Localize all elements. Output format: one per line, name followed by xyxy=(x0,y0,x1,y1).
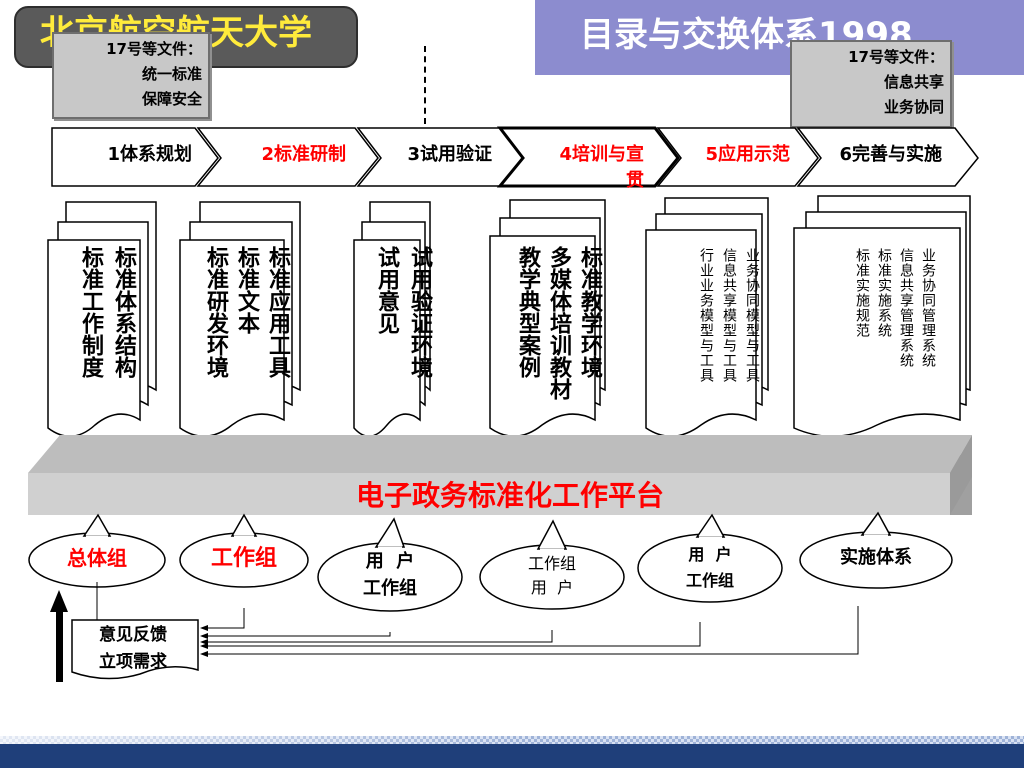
document-text-2: 标准应用工具 标准文本 标准研发环境 xyxy=(196,246,292,416)
group-bubble xyxy=(179,513,309,588)
feedback-line: 意见反馈 xyxy=(99,625,167,645)
group-bubbles xyxy=(28,511,953,612)
document-text-3: 试用验证环境 试用意见 xyxy=(368,246,434,416)
document-column: 标准研发环境 xyxy=(203,246,228,378)
stage-chevron xyxy=(796,127,979,187)
document-column: 标准工作制度 xyxy=(78,246,103,378)
stage-chevron xyxy=(51,127,219,187)
group-label-line: 用 户 xyxy=(688,545,732,564)
group-label-line: 工作组 xyxy=(527,554,576,573)
stage-chevron xyxy=(496,126,680,188)
document-stack xyxy=(179,201,301,437)
document-stack xyxy=(645,197,769,437)
group-label: 工作组 xyxy=(210,546,277,571)
document-stack xyxy=(353,201,431,437)
group-label: 工作组 用 户 xyxy=(492,552,612,600)
feedback-text: 意见反馈 立项需求 xyxy=(74,622,192,676)
note-right-line: 17号等文件： xyxy=(848,48,944,66)
feedback-connectors xyxy=(50,582,859,682)
group-label: 总体组 xyxy=(67,546,127,570)
document-column: 多媒体培训教材 xyxy=(546,246,571,400)
footer-bar xyxy=(0,736,1024,768)
stage-label: 5应用示范 xyxy=(705,144,790,165)
document-column: 标准应用工具 xyxy=(265,246,290,378)
group-bubble xyxy=(317,517,463,612)
note-left-line: 17号等文件： xyxy=(106,40,202,58)
group-label-line: 用 户 xyxy=(365,551,415,572)
document-column: 标准教学环境 xyxy=(577,246,602,378)
document-text-1: 标准体系结构 标准工作制度 xyxy=(62,246,138,416)
document-column: 业务协同管理系统 xyxy=(920,248,936,368)
stage-chevron-bar xyxy=(51,126,979,188)
document-stack xyxy=(489,199,606,437)
document-column: 标准实施系统 xyxy=(876,248,892,338)
group-label: 实施体系 xyxy=(840,547,912,568)
document-column: 行业业务模型与工具 xyxy=(698,248,714,383)
stage-label: 3试用验证 xyxy=(407,144,492,165)
group-label-line: 工作组 xyxy=(685,571,734,590)
document-text-6: 业务协同管理系统 信息共享管理系统 标准实施系统 标准实施规范 xyxy=(852,248,936,418)
group-bubble xyxy=(799,511,953,589)
document-column: 业务协同模型与工具 xyxy=(744,248,760,383)
stage-chevron xyxy=(656,127,819,187)
group-label-line: 工作组 xyxy=(363,578,417,599)
note-left-line: 保障安全 xyxy=(141,90,202,108)
note-left: 17号等文件： 统一标准 保障安全 xyxy=(52,32,210,119)
stage-label: 1体系规划 xyxy=(107,144,192,165)
group-bubble xyxy=(479,519,625,610)
document-column: 教学典型案例 xyxy=(515,246,540,378)
stage-label: 4培训与宣贯 xyxy=(559,144,644,191)
document-column: 信息共享管理系统 xyxy=(898,248,914,368)
group-bubble xyxy=(637,513,783,603)
document-text-5: 业务协同模型与工具 信息共享模型与工具 行业业务模型与工具 xyxy=(694,248,760,418)
document-column: 标准体系结构 xyxy=(111,246,136,378)
note-right-line: 信息共享 xyxy=(883,73,944,91)
group-label: 用 户 工作组 xyxy=(330,548,450,602)
up-arrow-icon xyxy=(50,590,68,682)
platform-label: 电子政务标准化工作平台 xyxy=(355,479,664,512)
document-text-4: 标准教学环境 多媒体培训教材 教学典型案例 xyxy=(508,246,604,426)
stage-chevron xyxy=(196,127,379,187)
document-column: 信息共享模型与工具 xyxy=(721,248,737,383)
document-column: 试用意见 xyxy=(374,246,399,334)
stage-label: 6完善与实施 xyxy=(839,144,942,165)
divider-dashed xyxy=(424,46,426,124)
document-stack xyxy=(793,195,971,437)
note-left-line: 统一标准 xyxy=(141,65,202,83)
feedback-line: 立项需求 xyxy=(99,652,167,672)
document-column: 标准实施规范 xyxy=(854,248,870,338)
group-label-line: 用 户 xyxy=(530,578,574,597)
document-stack xyxy=(47,201,157,437)
platform-slab xyxy=(28,435,972,515)
feedback-box xyxy=(71,619,199,680)
document-column: 试用验证环境 xyxy=(407,246,432,378)
document-stacks xyxy=(47,195,971,437)
group-label: 用 户 工作组 xyxy=(650,542,770,594)
stage-label: 2标准研制 xyxy=(261,144,346,165)
document-column: 标准文本 xyxy=(234,246,259,334)
note-right: 17号等文件： 信息共享 业务协同 xyxy=(790,40,952,128)
note-right-line: 业务协同 xyxy=(883,98,944,116)
